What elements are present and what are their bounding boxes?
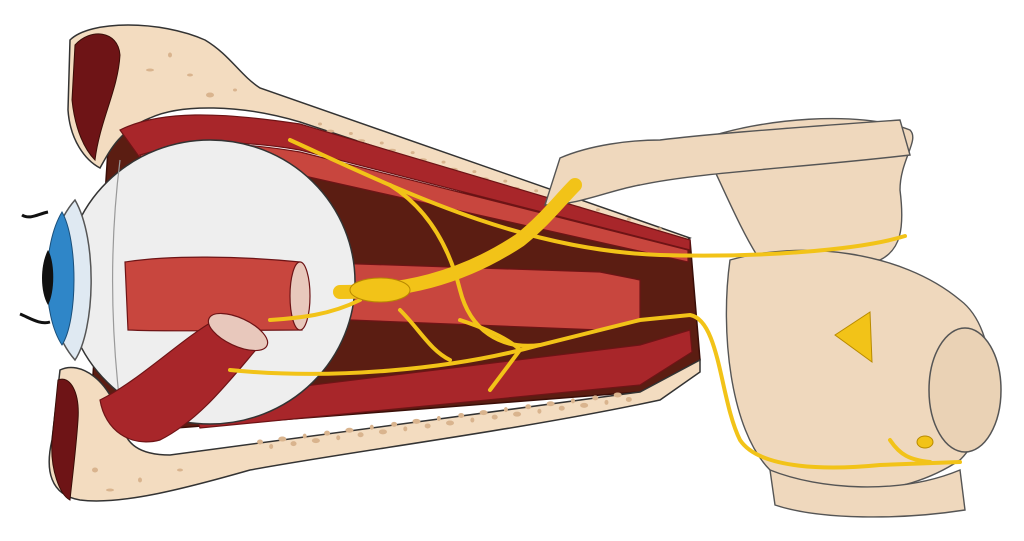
pons — [725, 249, 991, 493]
bone-pore — [479, 410, 488, 416]
bone-pore — [458, 413, 465, 419]
inferior-oblique-cut-end — [207, 312, 269, 352]
bone-pore — [324, 430, 331, 436]
bone-pore — [92, 467, 98, 473]
bone-pore — [534, 189, 539, 193]
bone-pore — [592, 395, 599, 401]
bone-pore — [302, 433, 307, 439]
eyelash-lower — [19, 312, 51, 325]
bone-pore — [503, 179, 508, 183]
bone-pore — [403, 426, 408, 432]
optic-tract — [544, 119, 911, 206]
frontal-periosteum — [71, 33, 121, 162]
trochlear-nerve — [388, 183, 542, 348]
lateral-rectus-cut-end — [289, 261, 311, 331]
bone-pore — [546, 401, 555, 407]
bone-pore — [391, 421, 398, 427]
bone-pore — [595, 208, 600, 212]
bone-pore — [177, 468, 183, 472]
bone-pore — [290, 441, 297, 447]
bone-pore — [513, 411, 522, 417]
bone-pore — [537, 408, 542, 414]
bone-pore — [318, 122, 322, 126]
pupil — [42, 250, 54, 305]
bone-pore — [525, 404, 532, 410]
bone-pore — [206, 92, 214, 98]
nerve-branch-3 — [268, 298, 362, 322]
bone-pore — [379, 141, 384, 145]
pineal-fan — [834, 311, 873, 364]
bone-pore — [470, 417, 475, 423]
bone-pore — [138, 477, 142, 483]
nerve-branch-1 — [398, 308, 452, 362]
bone-pore — [446, 420, 454, 426]
bone-pore — [570, 398, 575, 404]
bone-pore — [503, 407, 508, 413]
maxillary-periosteum — [51, 378, 79, 501]
bone-pore — [491, 414, 498, 420]
bone-pore — [424, 423, 431, 429]
bone-pore — [187, 73, 193, 77]
bone-pore — [604, 399, 609, 405]
bone-pore — [357, 432, 364, 438]
bone-pore — [410, 151, 415, 155]
bone-pore — [336, 435, 341, 441]
ciliary-ganglion — [349, 277, 411, 303]
bone-pore — [106, 488, 114, 492]
bone-pore — [580, 402, 589, 408]
bone-pore — [472, 170, 477, 174]
bone-pore — [378, 429, 387, 435]
bone-pore — [269, 444, 274, 450]
inferior-oblique-muscle — [99, 319, 261, 443]
bone-pore — [412, 418, 421, 424]
bone-pore — [345, 427, 354, 433]
medulla — [769, 468, 966, 518]
nerve-branch-2 — [458, 318, 523, 392]
limbus-line — [111, 159, 121, 406]
bone-pore — [278, 436, 287, 442]
bone-pore — [558, 405, 565, 411]
bone-pore — [168, 52, 172, 58]
bone-pore — [613, 392, 622, 398]
bone-pore — [233, 88, 237, 92]
nerve-branch-4 — [888, 438, 932, 464]
inferior-rectus-muscle — [189, 329, 693, 429]
eyelash-upper — [21, 210, 49, 219]
abducens-nerve — [228, 312, 962, 470]
iris — [46, 211, 75, 346]
bone-pore — [625, 396, 632, 402]
bone-pore — [626, 217, 631, 221]
bone-pore — [146, 68, 154, 72]
bone-pore — [311, 438, 320, 444]
bone-pore — [657, 227, 662, 231]
bone-pore — [369, 424, 374, 430]
cranial-nerves — [228, 138, 962, 470]
bone-pore — [348, 132, 353, 136]
bone-pore — [436, 415, 441, 421]
nerve-stump-1 — [916, 435, 934, 449]
bone-pore — [257, 439, 263, 445]
brainstem — [699, 117, 1002, 518]
oculomotor-nerve — [288, 138, 907, 258]
cerebral-peduncle-cut — [928, 327, 1002, 453]
bone-pore — [441, 160, 446, 164]
